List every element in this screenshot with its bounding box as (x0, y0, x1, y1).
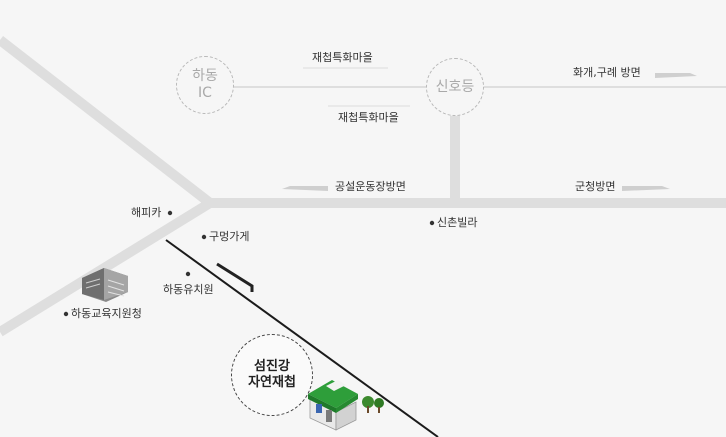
road-diagonal-south (0, 198, 213, 337)
traffic-light-node: 신호등 (426, 58, 484, 116)
kindergarten-label: 하동유치원 (163, 283, 214, 296)
education-office-dot (63, 311, 69, 317)
route-line (165, 239, 439, 437)
gumeong-store-label: 구멍가게 (209, 230, 250, 243)
arrow-east-upper-icon (655, 73, 697, 78)
route-arrow-icon (216, 262, 254, 292)
kindergarten-dot (185, 271, 191, 277)
happyka-dot (167, 210, 173, 216)
destination-node: 섬진강 자연재첩 (231, 334, 313, 416)
road-diagonal-north (0, 36, 214, 207)
education-office-building-icon (82, 268, 128, 302)
county-office-direction-label: 군청방면 (575, 180, 616, 193)
arrow-west-stadium-icon (282, 186, 328, 191)
shop-building-icon (308, 380, 384, 431)
sinchon-villa-label: 신촌빌라 (437, 216, 478, 229)
destination-line2: 자연재첩 (248, 375, 296, 390)
traffic-light-label: 신호등 (435, 78, 475, 95)
hadong-ic-node: 하동 IC (176, 56, 234, 114)
village-label-mid: 재첩특화마을 (338, 111, 399, 124)
education-office-label: 하동교육지원청 (71, 307, 142, 320)
hwagae-direction-label: 화개,구례 방면 (573, 66, 641, 79)
hadong-ic-line1: 하동 (192, 68, 218, 84)
happyka-label: 해피카 (131, 206, 162, 219)
village-label-top: 재첩특화마을 (312, 51, 373, 64)
hadong-ic-line2: IC (198, 85, 212, 101)
destination-line1: 섬진강 (254, 359, 290, 374)
gumeong-store-dot (201, 234, 207, 240)
arrow-east-county-icon (622, 186, 670, 191)
sinchon-villa-dot (429, 220, 435, 226)
stadium-direction-label: 공설운동장방면 (335, 180, 406, 193)
